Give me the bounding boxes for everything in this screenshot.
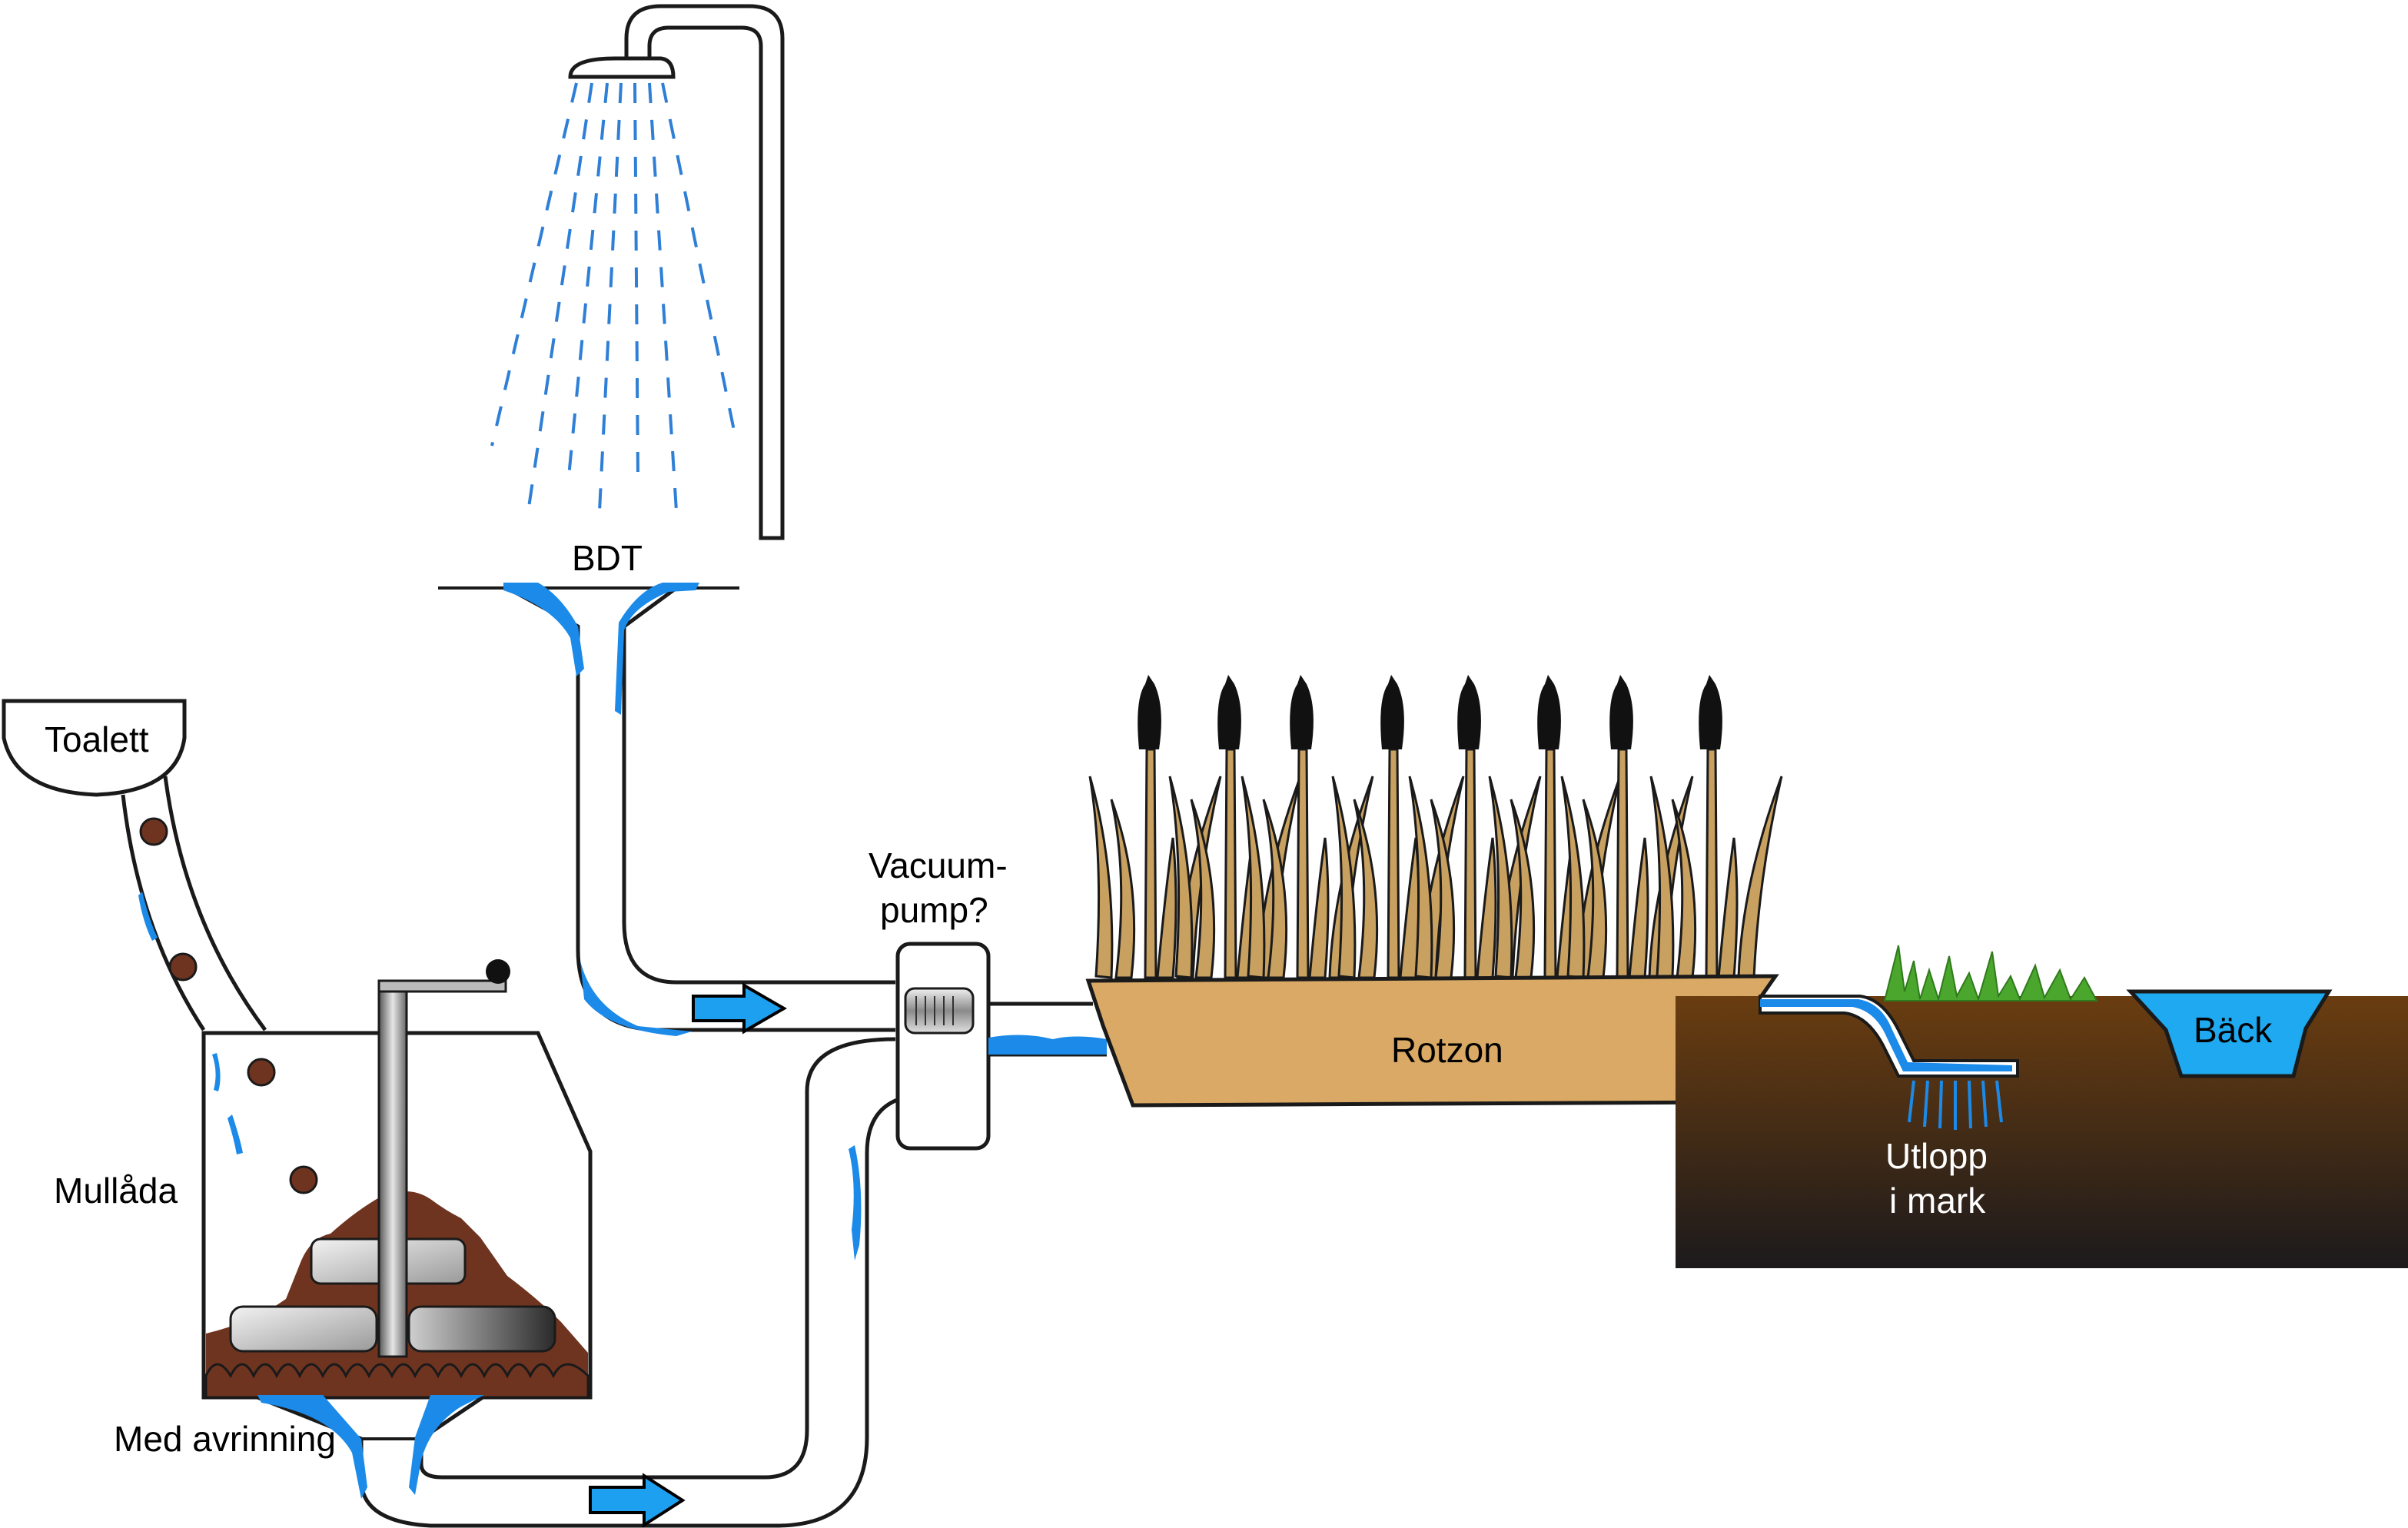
reed-stem <box>1387 748 1400 979</box>
reed-leaf <box>1488 776 1513 979</box>
compost-chamber: Mullåda <box>54 959 593 1400</box>
reed-stem <box>1144 748 1158 979</box>
reed-leaf <box>1649 776 1675 979</box>
reed-leaf <box>1190 799 1216 979</box>
cattail-reed-icon <box>1649 675 1783 979</box>
compost-block <box>229 1305 378 1353</box>
reed-leaf <box>1510 799 1536 979</box>
toilet-label: Toalett <box>45 719 149 759</box>
floor-drain <box>506 586 895 1032</box>
compost-grate <box>204 1363 590 1399</box>
reed-leaf <box>1156 837 1177 979</box>
reed-stem <box>1296 748 1310 979</box>
stream <box>2126 989 2333 1078</box>
root-zone-label: Rotzon <box>1391 1030 1503 1070</box>
reed-stem <box>1463 748 1477 979</box>
reed-head <box>1217 675 1241 749</box>
reed-bed-plants <box>1088 675 1783 979</box>
outlet-label-line1: Utlopp <box>1885 1136 1988 1176</box>
stream-label: Bäck <box>2194 1010 2273 1050</box>
reed-head <box>1699 675 1722 749</box>
drain-pipe: Med avrinning <box>114 1037 900 1528</box>
reed-head <box>1380 675 1404 749</box>
shower-pipe <box>624 4 785 540</box>
reed-leaf <box>1476 837 1497 979</box>
reed-leaf <box>1430 799 1456 979</box>
outlet-perforations <box>1908 1080 2003 1130</box>
reed-stem <box>1224 748 1237 979</box>
flow-arrow-icon <box>692 982 788 1035</box>
compost-label: Mullåda <box>54 1171 178 1211</box>
reed-leaf <box>1110 799 1136 979</box>
reed-stem <box>1543 748 1557 979</box>
toilet-bowl <box>2 699 187 797</box>
reed-leaf <box>1560 776 1586 979</box>
ground: Utlopp i mark Bäck <box>1676 945 2408 1268</box>
reed-stem <box>1616 748 1629 979</box>
reed-leaf <box>1331 776 1357 979</box>
outlet-label-line2: i mark <box>1889 1181 1986 1221</box>
pump-label-line2: pump? <box>880 890 988 930</box>
crank-knob <box>486 959 510 984</box>
reed-leaf <box>1262 799 1288 979</box>
reed-leaf <box>1737 776 1783 979</box>
compost-block <box>407 1305 556 1353</box>
reed-stem <box>1705 748 1719 979</box>
reed-leaf <box>1353 799 1379 979</box>
reed-head <box>1290 675 1314 749</box>
reed-head <box>1457 675 1481 749</box>
pump-housing <box>895 942 991 1151</box>
grass-icon <box>1883 945 2098 1002</box>
reed-leaf <box>1308 837 1330 979</box>
reed-head <box>1537 675 1561 749</box>
cattail-reed-icon <box>1408 675 1542 979</box>
flow-arrow-icon <box>589 1473 686 1528</box>
reed-leaf <box>1717 837 1739 979</box>
pump-label-line1: Vacuum- <box>869 845 1008 885</box>
reed-head <box>1609 675 1633 749</box>
reed-leaf <box>1241 776 1266 979</box>
reed-leaf <box>1408 776 1433 979</box>
toilet: Toalett <box>2 699 267 1031</box>
shower-spray <box>490 82 736 512</box>
greywater-label: BDT <box>572 538 643 578</box>
reed-leaf <box>1628 837 1649 979</box>
reed-leaf <box>1582 799 1608 979</box>
root-zone: Rotzon <box>1085 974 1779 1108</box>
shower: BDT <box>438 4 895 1036</box>
reed-leaf <box>1671 799 1697 979</box>
reed-leaf <box>1088 776 1114 979</box>
toilet-chute <box>121 794 206 1031</box>
vacuum-pump-icon <box>904 987 975 1035</box>
shower-head-icon <box>568 56 676 79</box>
drainage-label: Med avrinning <box>114 1419 336 1459</box>
reed-leaf <box>1168 776 1194 979</box>
vacuum-pump: Vacuum- pump? <box>869 845 1107 1151</box>
crank-handle <box>377 979 507 993</box>
reed-head <box>1138 675 1161 749</box>
stirring-shaft <box>377 986 408 1358</box>
